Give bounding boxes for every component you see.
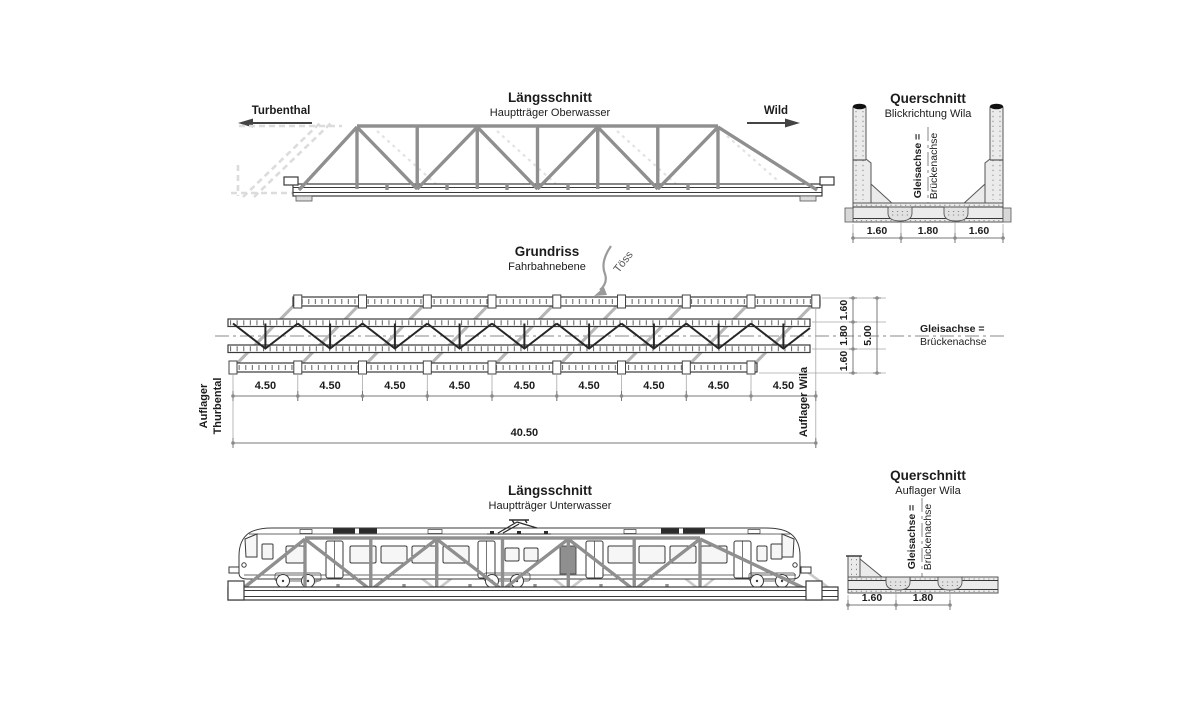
rail-bearer-right xyxy=(937,576,963,591)
toess-river-arrow: Töss xyxy=(594,245,636,296)
train-windshield-left xyxy=(244,533,258,558)
plan-lateral-bracing xyxy=(232,322,811,350)
post-cap-right xyxy=(990,103,1003,110)
axis-label-2: Brückenachse xyxy=(928,133,940,200)
elevation-unterwasser-view: Längsschnitt Hauptträger Unterwasser xyxy=(227,483,839,601)
section-dimensions: 1.60 1.80 1.60 xyxy=(851,222,1005,243)
plan-subtitle: Fahrbahnebene xyxy=(508,261,586,273)
support-left-label-1: Auflager xyxy=(198,383,210,428)
section-structure xyxy=(844,103,1012,223)
panel-dim-label: 4.50 xyxy=(514,380,535,392)
main-truss-oberwasser xyxy=(297,124,819,192)
section-subtitle: Auflager Wila xyxy=(895,485,961,497)
view-title: Längsschnitt xyxy=(508,483,593,498)
dim-label: 1.80 xyxy=(918,225,939,237)
train-roof-equipment xyxy=(299,528,761,534)
panel-dim-label: 4.50 xyxy=(643,380,664,392)
section-dimensions: 1.60 1.80 xyxy=(846,592,952,610)
elevation-oberwasser-view: Längsschnitt Hauptträger Oberwasser Turb… xyxy=(231,90,835,202)
panel-dim-label: 4.50 xyxy=(773,380,794,392)
dim-label: 1.60 xyxy=(867,225,888,237)
view-subtitle: Hauptträger Unterwasser xyxy=(489,500,612,512)
view-subtitle: Hauptträger Oberwasser xyxy=(490,107,611,119)
section-title: Querschnitt xyxy=(890,91,966,106)
width-dim-label: 1.60 xyxy=(838,300,850,321)
plan-axis-label-1: Gleisachse = xyxy=(920,323,985,335)
panel-dim-label: 4.50 xyxy=(708,380,729,392)
train-coupler-right xyxy=(800,566,812,574)
support-right-label: Auflager Wila xyxy=(798,366,810,437)
pantograph xyxy=(487,519,551,535)
plan-node-pads xyxy=(228,294,821,375)
section-structure xyxy=(846,555,999,594)
axis-label-2: Brückenachse xyxy=(922,504,934,571)
cross-section-auflager-wila: Querschnitt Auflager Wila Gleisachse = B… xyxy=(846,468,999,610)
panel-dim-label: 4.50 xyxy=(255,380,276,392)
dim-label: 1.60 xyxy=(969,225,990,237)
dim-label: 1.60 xyxy=(862,592,883,604)
rail-bearer-left xyxy=(887,206,913,222)
deck-band-bottom xyxy=(227,580,839,601)
plan-view: Grundriss Fahrbahnebene Töss xyxy=(198,244,1005,448)
panel-dim-label: 4.50 xyxy=(449,380,470,392)
axis-label-1: Gleisachse = xyxy=(906,505,918,570)
river-label: Töss xyxy=(612,249,636,276)
cross-section-blickrichtung-wila: Querschnitt Blickrichtung Wila Gleisachs… xyxy=(844,91,1012,243)
toess-flow-arrow-icon xyxy=(599,245,612,291)
train-headlight-right xyxy=(792,562,798,568)
plan-width-dimensions: 1.60 1.80 1.60 5.00 xyxy=(759,296,886,375)
panel-dim-label: 4.50 xyxy=(578,380,599,392)
rail-bearer-right xyxy=(943,206,969,222)
train-headlight-left xyxy=(241,562,247,568)
panel-dim-label: 4.50 xyxy=(319,380,340,392)
direction-left-label: Turbenthal xyxy=(252,105,311,117)
post-cap-left xyxy=(853,103,866,110)
axis-label-1: Gleisachse = xyxy=(912,134,924,199)
section-subtitle: Blickrichtung Wila xyxy=(885,108,973,120)
section-title: Querschnitt xyxy=(890,468,966,483)
ghost-structure xyxy=(231,122,342,198)
view-title: Längsschnitt xyxy=(508,90,593,105)
width-dim-label: 1.60 xyxy=(838,351,850,372)
dim-label: 1.80 xyxy=(913,592,934,604)
train-windows xyxy=(285,545,768,564)
direction-wild: Wild xyxy=(747,105,800,128)
support-labels: Auflager Thurbental Auflager Wila xyxy=(198,366,810,437)
direction-turbenthal: Turbenthal xyxy=(238,105,312,128)
width-total-label: 5.00 xyxy=(862,325,874,346)
direction-right-label: Wild xyxy=(764,105,788,117)
width-dim-label: 1.80 xyxy=(838,325,850,346)
plan-panel-dimensions: 4.50 4.50 4.50 4.50 4.50 4.50 4.50 4.50 … xyxy=(231,308,818,448)
rail-bearer-left xyxy=(885,576,911,591)
deck-band xyxy=(283,176,835,202)
total-dim-label: 40.50 xyxy=(511,427,539,439)
plan-title: Grundriss xyxy=(515,244,580,259)
train-coupler-left xyxy=(228,566,240,574)
support-left-label-2: Thurbental xyxy=(212,378,224,435)
panel-dim-label: 4.50 xyxy=(384,380,405,392)
plan-axis-label-2: Brückenachse xyxy=(920,336,987,348)
